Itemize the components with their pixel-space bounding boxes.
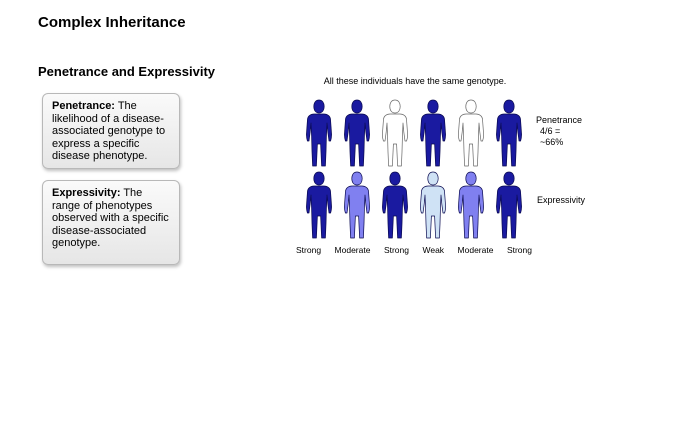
person-icon [496, 99, 522, 167]
person-icon [420, 99, 446, 167]
expressivity-individual-figure [414, 171, 452, 240]
affected-individual-figure [490, 99, 528, 168]
person-icon [344, 99, 370, 167]
expressivity-figure-row [300, 171, 528, 240]
expressivity-labels-row: Strong Moderate Strong Weak Moderate Strong [296, 245, 532, 255]
expressivity-level-label: Weak [422, 245, 445, 255]
penetrance-label-percent: ~66% [540, 137, 564, 147]
expressivity-individual-figure [300, 171, 338, 240]
person-icon [344, 171, 370, 239]
expressivity-definition-box: Expressivity: The range of phenotypes ob… [42, 180, 180, 265]
expressivity-level-label: Strong [296, 245, 322, 255]
section-title: Penetrance and Expressivity [38, 64, 216, 79]
expressivity-individual-figure [490, 171, 528, 240]
expressivity-level-label: Strong [506, 245, 532, 255]
penetrance-label-fraction: 4/6 = [540, 126, 561, 136]
affected-individual-figure [414, 99, 452, 168]
person-icon [458, 99, 484, 167]
expressivity-individual-figure [452, 171, 490, 240]
penetrance-definition-box: Penetrance: The likelihood of a disease-… [42, 93, 180, 169]
expressivity-level-label: Moderate [457, 245, 494, 255]
person-icon [382, 99, 408, 167]
person-icon [306, 99, 332, 167]
penetrance-term: Penetrance: [52, 100, 115, 112]
penetrance-label-title: Penetrance [536, 115, 583, 125]
expressivity-label: Expressivity [537, 195, 586, 205]
page-title: Complex Inheritance [38, 14, 186, 31]
person-icon [420, 171, 446, 239]
expressivity-term: Expressivity: [52, 187, 121, 199]
unaffected-individual-figure [452, 99, 490, 168]
affected-individual-figure [338, 99, 376, 168]
diagram-caption: All these individuals have the same geno… [323, 76, 507, 86]
affected-individual-figure [300, 99, 338, 168]
expressivity-level-label: Moderate [334, 245, 371, 255]
person-icon [458, 171, 484, 239]
person-icon [496, 171, 522, 239]
penetrance-definition-text: The likelihood of a disease-associated g… [52, 100, 166, 162]
expressivity-individual-figure [338, 171, 376, 240]
penetrance-figure-row [300, 99, 528, 168]
person-icon [382, 171, 408, 239]
expressivity-level-label: Strong [383, 245, 409, 255]
expressivity-individual-figure [376, 171, 414, 240]
penetrance-label: Penetrance 4/6 = ~66% [536, 115, 582, 148]
person-icon [306, 171, 332, 239]
unaffected-individual-figure [376, 99, 414, 168]
expressivity-definition-text: The range of phenotypes observed with a … [52, 187, 169, 249]
